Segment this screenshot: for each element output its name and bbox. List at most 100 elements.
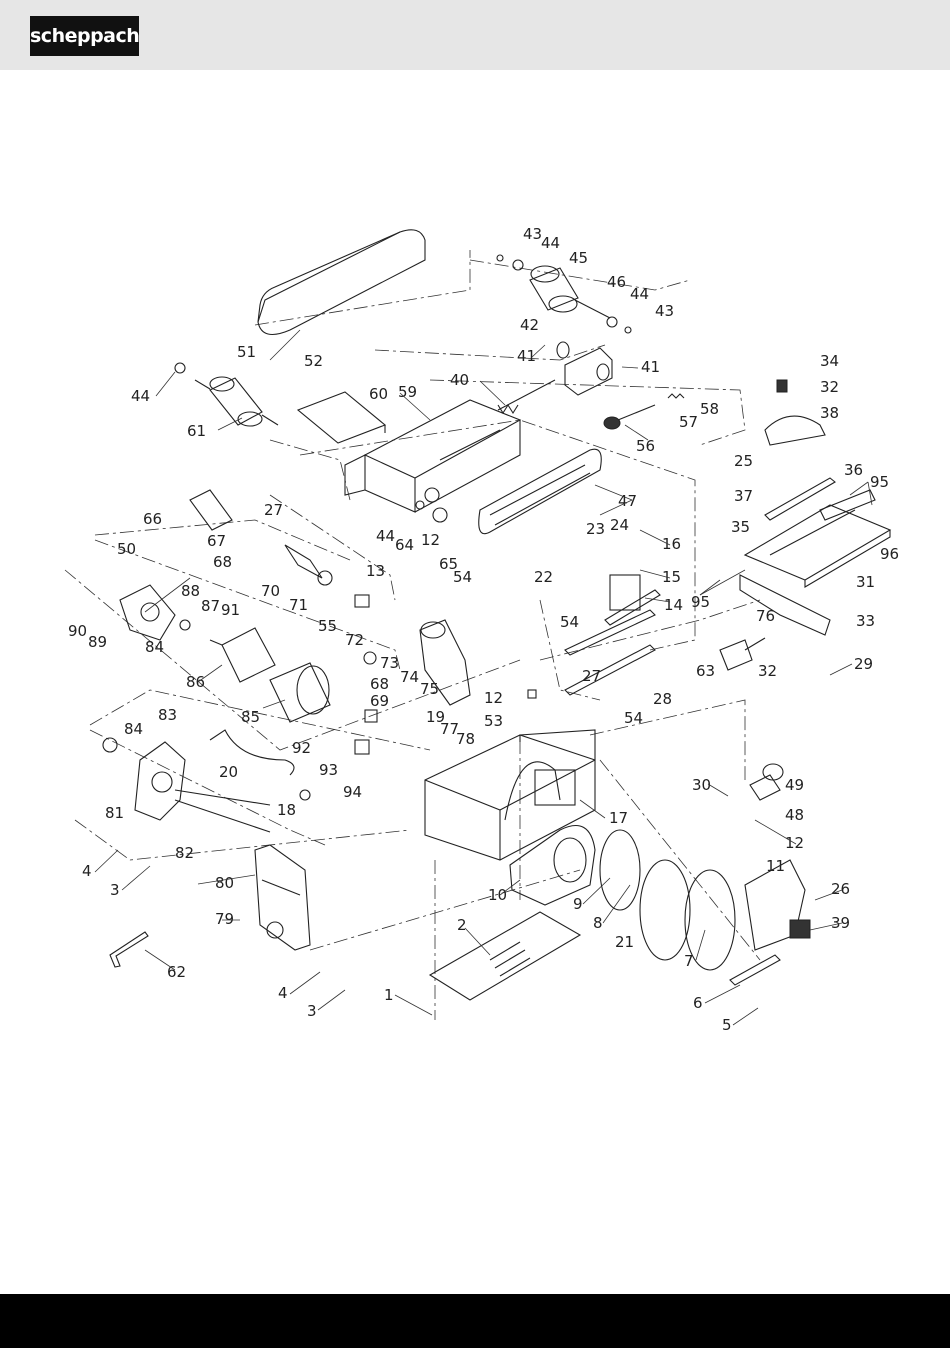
power-cord-20 bbox=[209, 729, 295, 776]
footer-band bbox=[0, 1294, 950, 1348]
part-label-87: 87 bbox=[201, 597, 220, 615]
part-label-57: 57 bbox=[679, 413, 698, 431]
part-label-26: 26 bbox=[831, 880, 850, 898]
part-label-83: 83 bbox=[158, 706, 177, 724]
part-label-10: 10 bbox=[488, 886, 507, 904]
part-label-44a: 44 bbox=[541, 234, 560, 252]
part-label-58: 58 bbox=[700, 400, 719, 418]
tension-knob-56 bbox=[603, 393, 685, 430]
part-label-65: 65 bbox=[439, 555, 458, 573]
part-label-73: 73 bbox=[380, 654, 399, 672]
belt-arm-59 bbox=[344, 399, 522, 513]
part-label-82: 82 bbox=[175, 844, 194, 862]
worktable-35 bbox=[743, 489, 892, 588]
part-labels: 1 2 3 3 4 4 5 6 7 8 9 10 11 12 12 12 13 … bbox=[68, 225, 899, 1034]
roller-67 bbox=[189, 489, 233, 531]
part-label-2: 2 bbox=[457, 916, 467, 934]
part-label-17: 17 bbox=[609, 809, 628, 827]
part-label-41a: 41 bbox=[517, 347, 536, 365]
part-label-47: 47 bbox=[618, 492, 637, 510]
bottom-plate-2 bbox=[428, 911, 582, 1001]
lock-handle-63 bbox=[719, 637, 766, 671]
leader-lines bbox=[94, 329, 873, 1026]
sanding-paper-21 bbox=[639, 859, 691, 961]
part-label-81: 81 bbox=[105, 804, 124, 822]
disc-guard-11 bbox=[744, 859, 811, 951]
part-label-91: 91 bbox=[221, 601, 240, 619]
belt-guard-47 bbox=[478, 448, 602, 535]
part-label-43b: 43 bbox=[655, 302, 674, 320]
part-label-32a: 32 bbox=[820, 378, 839, 396]
part-label-22: 22 bbox=[534, 568, 553, 586]
part-label-36: 36 bbox=[844, 461, 863, 479]
part-label-35: 35 bbox=[731, 518, 750, 536]
part-label-89: 89 bbox=[88, 633, 107, 651]
part-label-15: 15 bbox=[662, 568, 681, 586]
part-label-92: 92 bbox=[292, 739, 311, 757]
part-label-12b: 12 bbox=[484, 689, 503, 707]
part-label-24: 24 bbox=[610, 516, 629, 534]
motor-cover-81 bbox=[134, 741, 271, 833]
miter-gauge-38 bbox=[764, 379, 826, 446]
part-label-31: 31 bbox=[856, 573, 875, 591]
sanding-disc-9 bbox=[599, 829, 641, 911]
part-label-78: 78 bbox=[456, 730, 475, 748]
part-label-49: 49 bbox=[785, 776, 804, 794]
part-label-74: 74 bbox=[400, 668, 419, 686]
part-label-21: 21 bbox=[615, 933, 634, 951]
motor-armature-86 bbox=[209, 627, 276, 683]
part-label-44b: 44 bbox=[630, 285, 649, 303]
part-label-9: 9 bbox=[573, 895, 583, 913]
front-cover-80 bbox=[254, 844, 311, 951]
part-label-68b: 68 bbox=[370, 675, 389, 693]
part-label-27b: 27 bbox=[582, 667, 601, 685]
part-label-40: 40 bbox=[450, 371, 469, 389]
part-label-56: 56 bbox=[636, 437, 655, 455]
part-label-51: 51 bbox=[237, 343, 256, 361]
part-label-18: 18 bbox=[277, 801, 296, 819]
part-label-66: 66 bbox=[143, 510, 162, 528]
base-housing-17 bbox=[424, 729, 596, 861]
drive-belt-70 bbox=[284, 544, 333, 586]
part-label-86: 86 bbox=[186, 673, 205, 691]
part-label-62: 62 bbox=[167, 963, 186, 981]
header-band bbox=[0, 0, 950, 70]
part-label-32b: 32 bbox=[758, 662, 777, 680]
part-label-30: 30 bbox=[692, 776, 711, 794]
table-bracket-33 bbox=[739, 574, 831, 636]
part-label-28: 28 bbox=[653, 690, 672, 708]
part-label-75: 75 bbox=[420, 680, 439, 698]
part-label-72: 72 bbox=[345, 631, 364, 649]
part-label-70: 70 bbox=[261, 582, 280, 600]
part-label-54b: 54 bbox=[560, 613, 579, 631]
part-label-54c: 54 bbox=[624, 709, 643, 727]
part-label-64: 64 bbox=[395, 536, 414, 554]
part-label-50: 50 bbox=[117, 540, 136, 558]
disc-table-6 bbox=[729, 954, 781, 986]
part-label-1: 1 bbox=[384, 986, 394, 1004]
part-label-7: 7 bbox=[684, 952, 694, 970]
part-label-13: 13 bbox=[366, 562, 385, 580]
part-label-12a: 12 bbox=[421, 531, 440, 549]
hex-key-62 bbox=[109, 931, 149, 968]
part-label-4b: 4 bbox=[278, 984, 288, 1002]
end-shield-88 bbox=[119, 584, 176, 641]
part-label-59: 59 bbox=[398, 383, 417, 401]
gear-housing-73 bbox=[419, 619, 471, 706]
part-label-61: 61 bbox=[187, 422, 206, 440]
idler-roller-45 bbox=[496, 254, 632, 334]
assembly-guide-lines bbox=[64, 250, 761, 1020]
part-label-53: 53 bbox=[484, 712, 503, 730]
part-label-63: 63 bbox=[696, 662, 715, 680]
part-label-19: 19 bbox=[426, 708, 445, 726]
sanding-belt-51 bbox=[257, 229, 426, 336]
part-label-94: 94 bbox=[343, 783, 362, 801]
part-label-71: 71 bbox=[289, 596, 308, 614]
drive-roller-61 bbox=[174, 362, 279, 427]
part-label-84a: 84 bbox=[124, 720, 143, 738]
part-label-69: 69 bbox=[370, 692, 389, 710]
guide-rail-36 bbox=[764, 477, 836, 521]
part-label-11: 11 bbox=[766, 857, 785, 875]
part-label-90: 90 bbox=[68, 622, 87, 640]
